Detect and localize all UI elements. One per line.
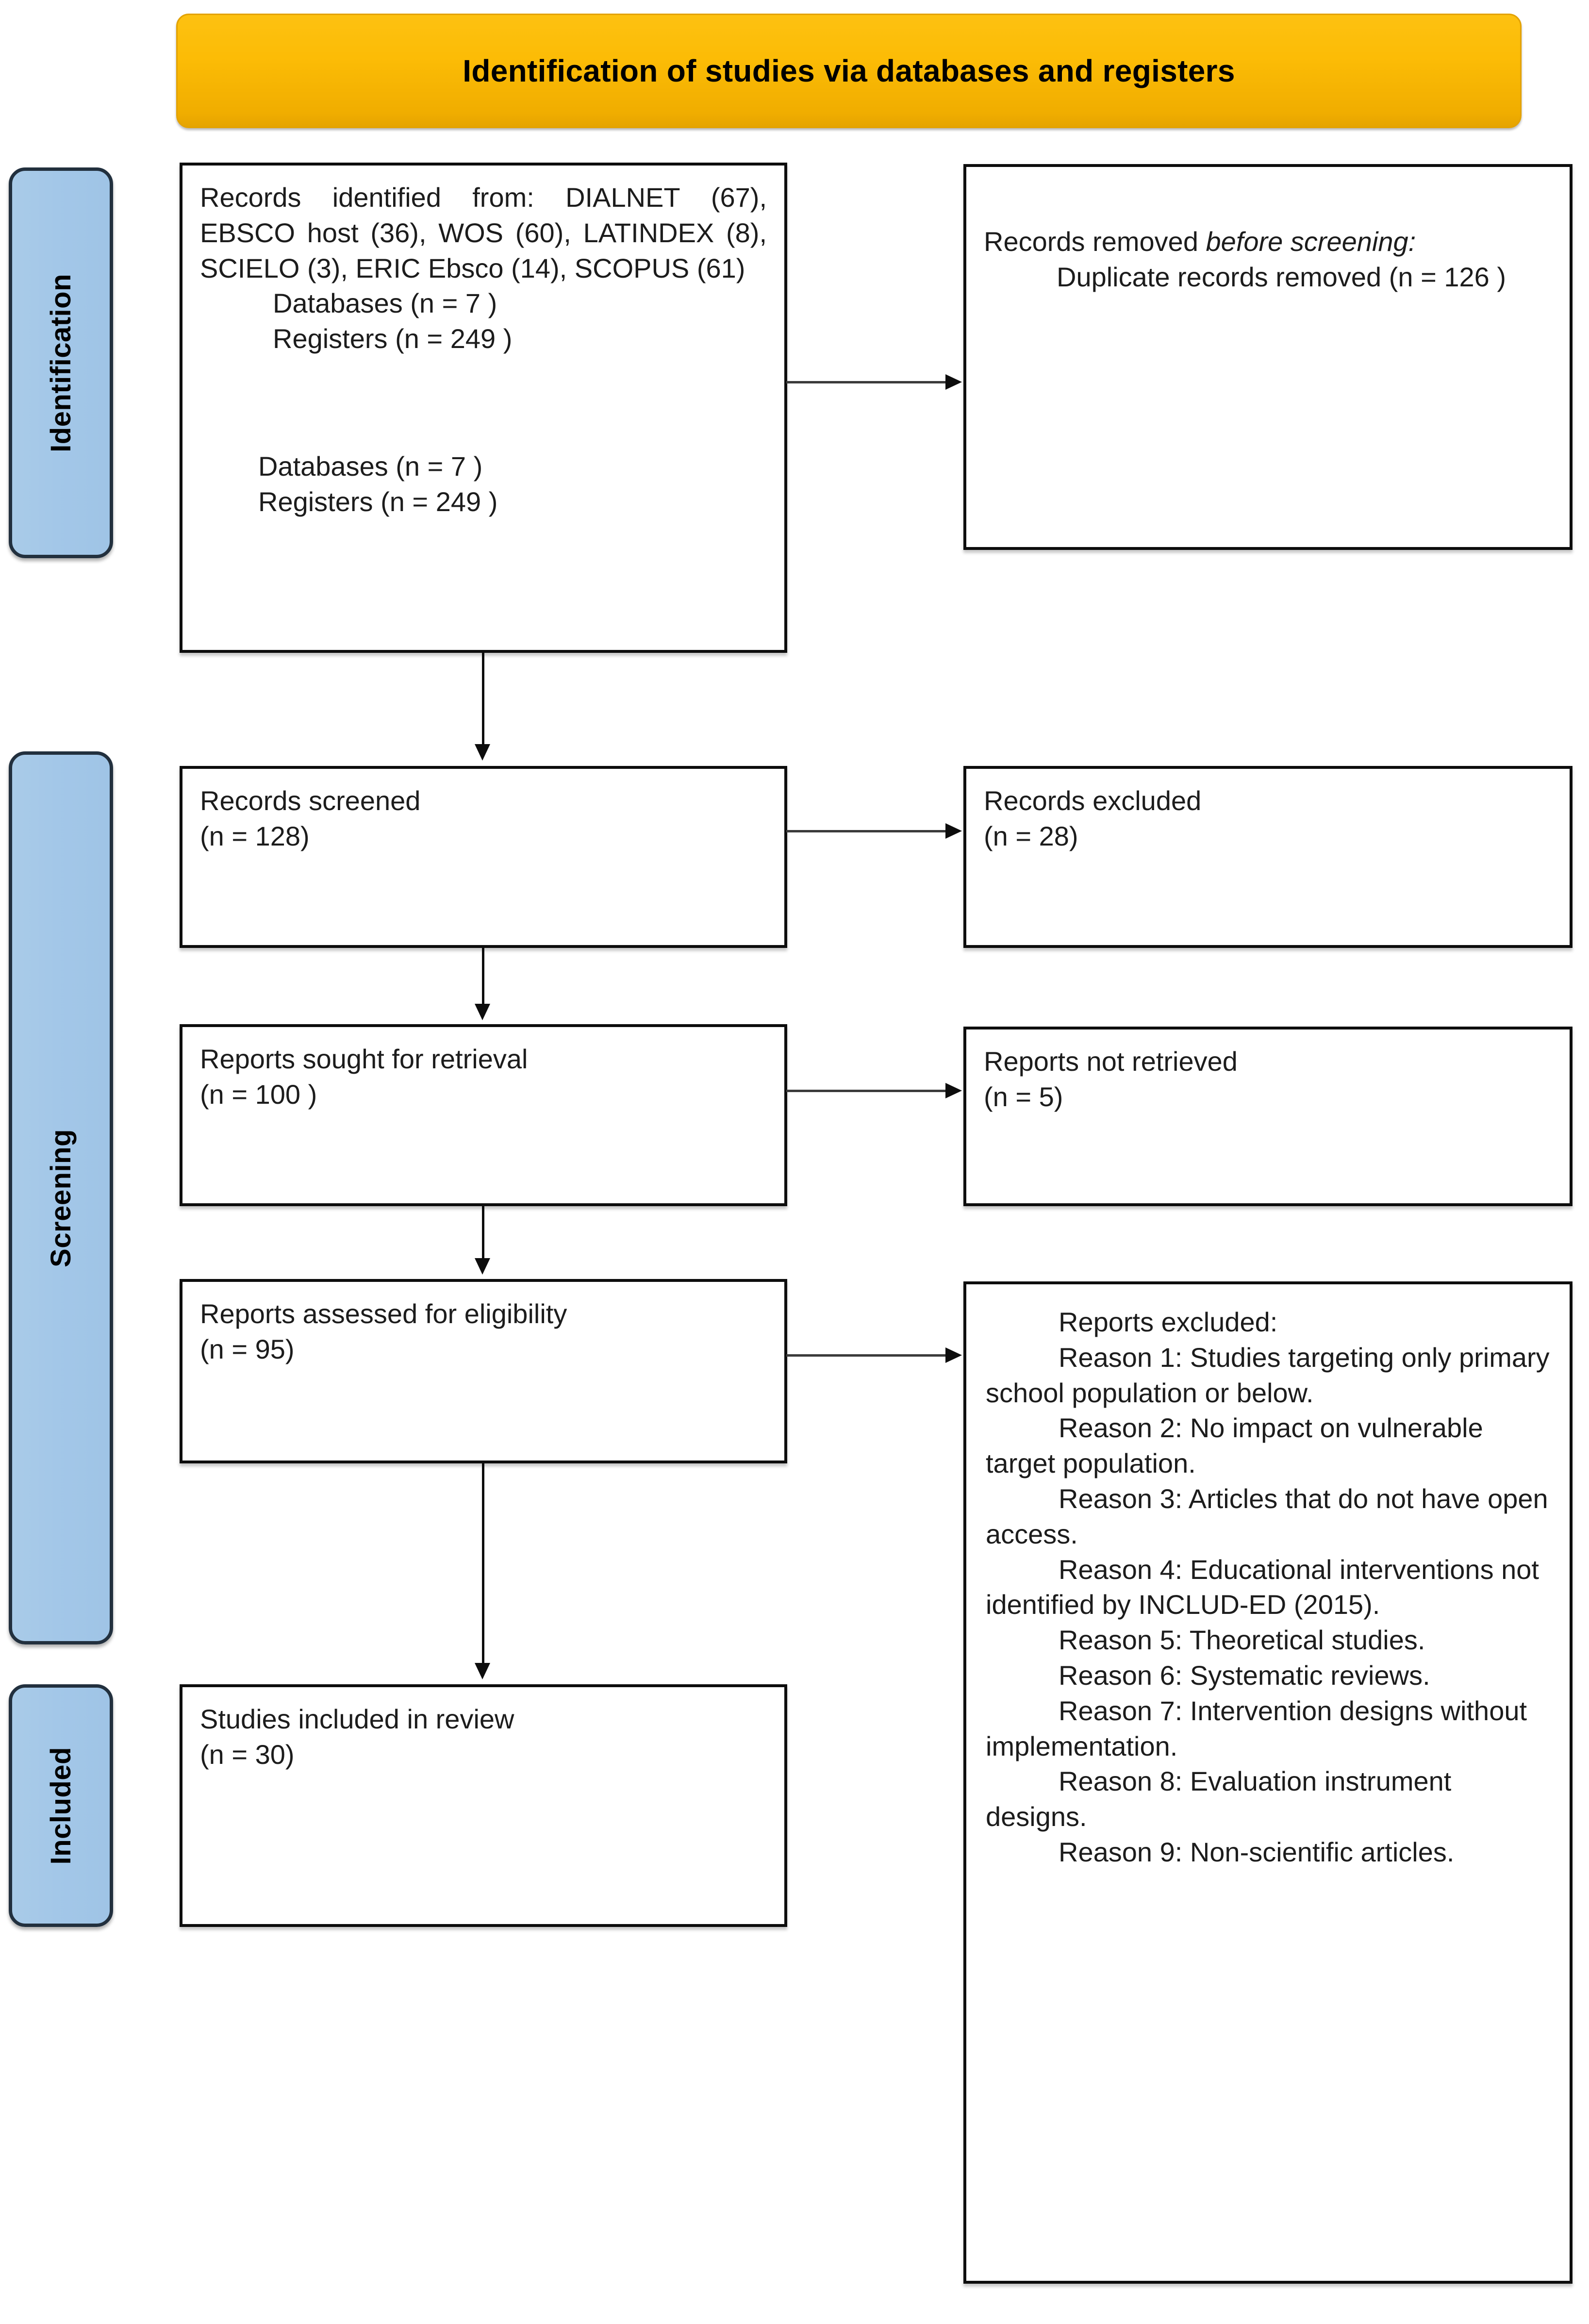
reports-sought-count: (n = 100 ) xyxy=(200,1079,317,1110)
reports-assessed-count: (n = 95) xyxy=(200,1333,295,1364)
diagram-title: Identification of studies via databases … xyxy=(463,53,1235,88)
stage-label-identification: Identification xyxy=(9,167,113,558)
records-removed-heading-prefix: Records removed xyxy=(984,226,1206,257)
reports-assessed-label: Reports assessed for eligibility xyxy=(200,1298,567,1329)
arrowhead-screened-to-excluded xyxy=(945,823,962,839)
connector-sought-to-notretrieved xyxy=(786,1090,946,1092)
arrowhead-sought-to-notretrieved xyxy=(945,1083,962,1098)
reports-excluded-reason-8: Reason 8: Evaluation instrument designs. xyxy=(986,1766,1452,1832)
arrowhead-identified-to-screened xyxy=(475,744,490,761)
connector-screened-to-sought xyxy=(482,948,484,1006)
reports-excluded-reason-4: Reason 4: Educational interventions not … xyxy=(986,1554,1539,1620)
records-identified-registers-repeat: Registers (n = 249 ) xyxy=(258,486,498,517)
box-reports-not-retrieved: Reports not retrieved (n = 5) xyxy=(963,1027,1572,1206)
reports-excluded-reason-2: Reason 2: No impact on vulnerable target… xyxy=(986,1412,1483,1479)
box-records-removed: Records removed before screening: Duplic… xyxy=(963,164,1572,550)
records-removed-heading-colon: : xyxy=(1408,226,1416,257)
reports-sought-label: Reports sought for retrieval xyxy=(200,1044,528,1074)
records-identified-sources: Records identified from: DIALNET (67), E… xyxy=(200,182,767,283)
arrowhead-assessed-to-included xyxy=(475,1663,490,1679)
records-identified-databases-repeat: Databases (n = 7 ) xyxy=(258,450,483,481)
records-removed-heading-italic: before screening xyxy=(1206,226,1408,257)
connector-identified-to-screened xyxy=(482,653,484,745)
reports-excluded-reason-6: Reason 6: Systematic reviews. xyxy=(1059,1660,1430,1691)
stage-label-identification-text: Identification xyxy=(45,273,77,452)
reports-excluded-reason-7: Reason 7: Intervention designs without i… xyxy=(986,1695,1527,1761)
arrowhead-assessed-to-reasons xyxy=(945,1347,962,1363)
records-screened-label: Records screened xyxy=(200,785,421,816)
studies-included-label: Studies included in review xyxy=(200,1704,514,1734)
arrowhead-screened-to-sought xyxy=(475,1004,490,1020)
reports-not-retrieved-label: Reports not retrieved xyxy=(984,1046,1238,1077)
records-identified-registers: Registers (n = 249 ) xyxy=(273,323,513,354)
box-reports-assessed: Reports assessed for eligibility (n = 95… xyxy=(180,1279,787,1463)
reports-not-retrieved-count: (n = 5) xyxy=(984,1081,1063,1112)
connector-sought-to-assessed xyxy=(482,1206,484,1260)
connector-assessed-to-included xyxy=(482,1463,484,1665)
arrowhead-sought-to-assessed xyxy=(475,1258,490,1275)
reports-excluded-reason-1: Reason 1: Studies targeting only primary… xyxy=(986,1342,1550,1408)
studies-included-count: (n = 30) xyxy=(200,1739,295,1770)
box-reports-excluded-reasons: Reports excluded: Reason 1: Studies targ… xyxy=(963,1281,1572,2284)
reports-excluded-reason-3: Reason 3: Articles that do not have open… xyxy=(986,1483,1548,1549)
records-screened-count: (n = 128) xyxy=(200,820,310,851)
stage-label-included-text: Included xyxy=(45,1746,77,1865)
stage-label-screening: Screening xyxy=(9,751,113,1644)
box-records-screened: Records screened (n = 128) xyxy=(180,766,787,948)
records-excluded-label: Records excluded xyxy=(984,785,1202,816)
records-removed-heading: Records removed before screening: xyxy=(984,224,1552,260)
connector-identified-to-removed xyxy=(786,381,946,383)
connector-assessed-to-reasons xyxy=(786,1354,946,1357)
box-reports-sought: Reports sought for retrieval (n = 100 ) xyxy=(180,1024,787,1206)
records-removed-duplicates: Duplicate records removed (n = 126 ) xyxy=(1057,261,1506,292)
diagram-title-banner: Identification of studies via databases … xyxy=(176,14,1522,128)
connector-screened-to-excluded xyxy=(786,830,946,832)
box-studies-included: Studies included in review (n = 30) xyxy=(180,1684,787,1927)
arrowhead-identified-to-removed xyxy=(945,374,962,390)
box-records-excluded: Records excluded (n = 28) xyxy=(963,766,1572,948)
records-excluded-count: (n = 28) xyxy=(984,820,1078,851)
box-records-identified: Records identified from: DIALNET (67), E… xyxy=(180,163,787,653)
stage-label-included: Included xyxy=(9,1684,113,1927)
reports-excluded-heading: Reports excluded: xyxy=(1059,1307,1278,1337)
stage-label-screening-text: Screening xyxy=(45,1129,77,1267)
records-identified-databases: Databases (n = 7 ) xyxy=(273,288,497,319)
reports-excluded-reason-9: Reason 9: Non-scientific articles. xyxy=(1059,1836,1455,1867)
reports-excluded-reason-5: Reason 5: Theoretical studies. xyxy=(1059,1625,1425,1656)
